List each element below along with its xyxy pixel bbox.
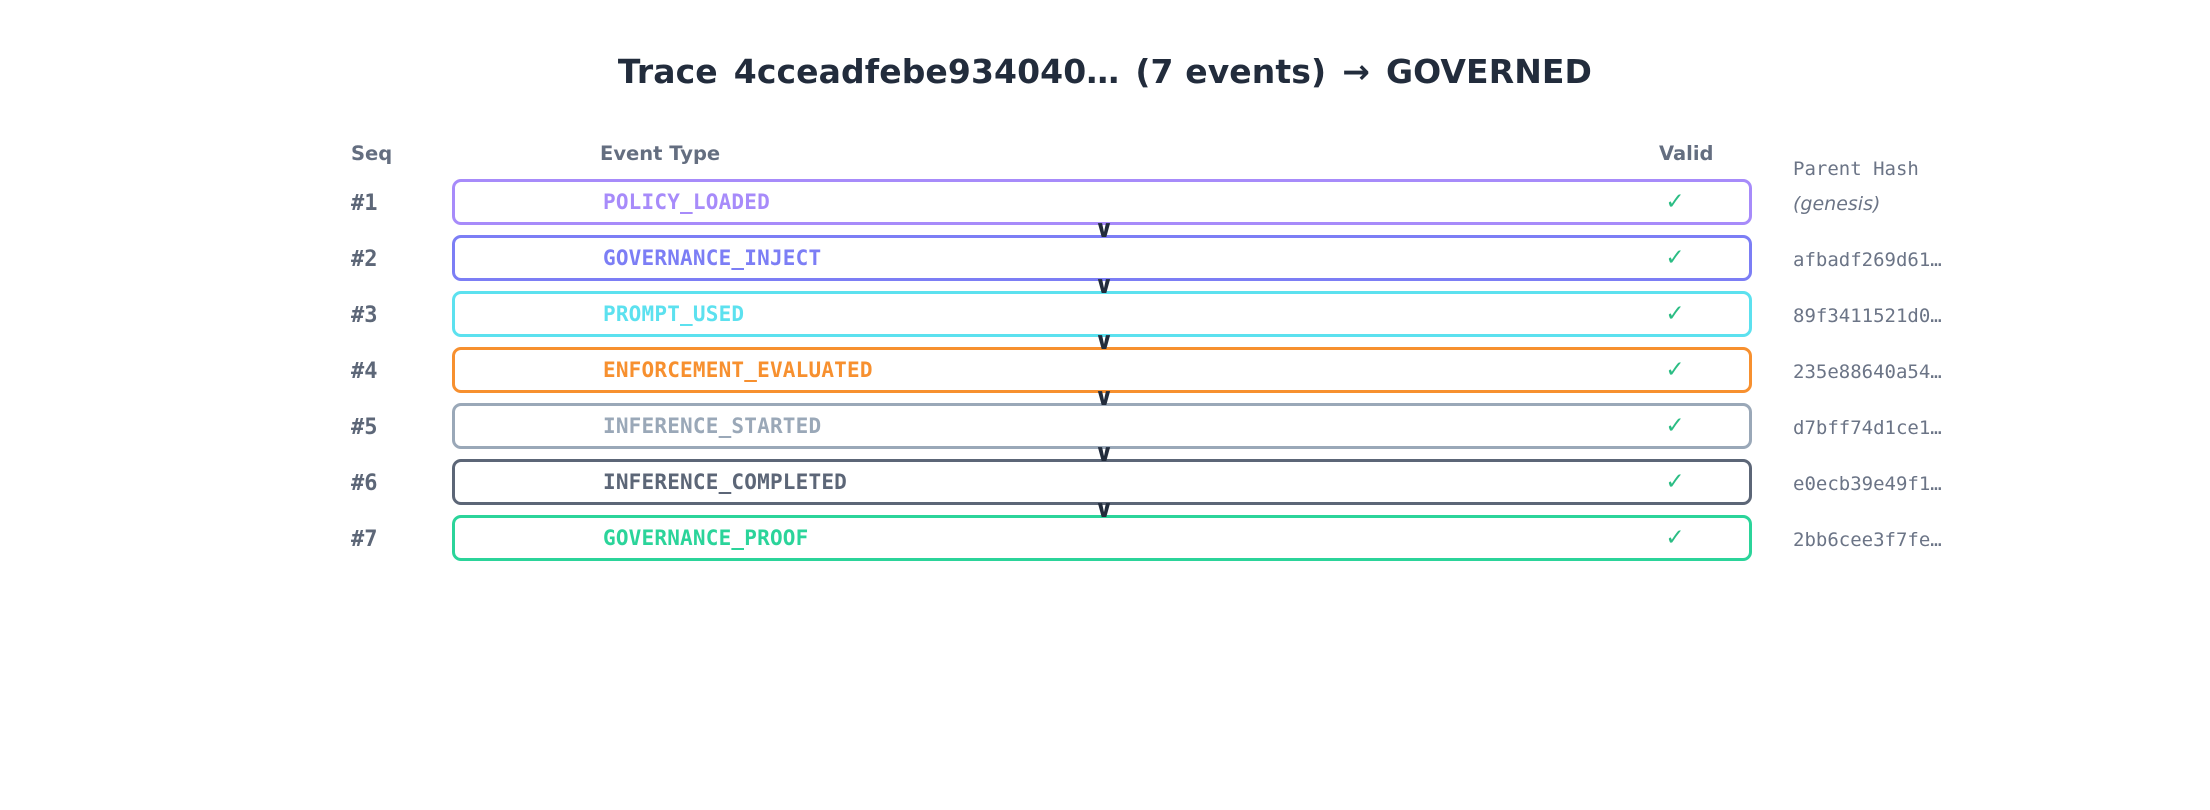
- trace-title-bar: Trace 4cceadfebe934040… (7 events) → GOVERNE…: [0, 52, 2210, 92]
- event-type-label: INFERENCE_COMPLETED: [603, 470, 848, 494]
- sequence-number: #4: [351, 359, 378, 384]
- title-status: GOVERNED: [1385, 52, 1593, 91]
- event-type-label: POLICY_LOADED: [603, 190, 770, 214]
- valid-check-icon: ✓: [1665, 413, 1685, 439]
- valid-check-icon: ✓: [1665, 245, 1685, 271]
- event-box[interactable]: PROMPT_USED ✓: [452, 291, 1752, 337]
- title-trace-id: 4cceadfebe934040…: [733, 52, 1120, 91]
- table-row[interactable]: #6 INFERENCE_COMPLETED ✓ e0ecb39e49f1…: [0, 456, 2210, 512]
- title-event-count: (7 events): [1135, 52, 1327, 91]
- title-prefix: Trace: [617, 52, 718, 91]
- parent-hash-value: e0ecb39e49f1…: [1793, 473, 1942, 495]
- event-type-label: GOVERNANCE_PROOF: [603, 526, 809, 550]
- event-box[interactable]: ENFORCEMENT_EVALUATED ✓: [452, 347, 1752, 393]
- table-row[interactable]: #1 POLICY_LOADED ✓ (genesis): [0, 176, 2210, 232]
- event-type-label: GOVERNANCE_INJECT: [603, 246, 822, 270]
- column-header-event-type: Event Type: [600, 142, 721, 165]
- sequence-number: #2: [351, 247, 378, 272]
- chevron-down-icon: ∨: [1094, 215, 1114, 243]
- parent-hash-value: 235e88640a54…: [1793, 361, 1942, 383]
- event-box[interactable]: INFERENCE_COMPLETED ✓: [452, 459, 1752, 505]
- valid-check-icon: ✓: [1665, 189, 1685, 215]
- sequence-number: #6: [351, 471, 378, 496]
- page-title: Trace 4cceadfebe934040… (7 events) → GOVERNE…: [618, 52, 1592, 92]
- chevron-down-icon: ∨: [1094, 271, 1114, 299]
- table-row[interactable]: #5 INFERENCE_STARTED ✓ d7bff74d1ce1…: [0, 400, 2210, 456]
- table-row[interactable]: #3 PROMPT_USED ✓ 89f3411521d0…: [0, 288, 2210, 344]
- parent-hash-value: 89f3411521d0…: [1793, 305, 1942, 327]
- parent-hash-value: d7bff74d1ce1…: [1793, 417, 1942, 439]
- table-row[interactable]: #4 ENFORCEMENT_EVALUATED ✓ 235e88640a54…: [0, 344, 2210, 400]
- sequence-number: #1: [351, 191, 378, 216]
- chevron-down-icon: ∨: [1094, 327, 1114, 355]
- valid-check-icon: ✓: [1665, 301, 1685, 327]
- valid-check-icon: ✓: [1665, 525, 1685, 551]
- chevron-down-icon: ∨: [1094, 383, 1114, 411]
- sequence-number: #7: [351, 527, 378, 552]
- parent-hash-value: (genesis): [1793, 193, 1881, 215]
- table-row[interactable]: #7 GOVERNANCE_PROOF ✓ 2bb6cee3f7fe…: [0, 512, 2210, 568]
- event-type-label: PROMPT_USED: [603, 302, 745, 326]
- parent-hash-value: afbadf269d61…: [1793, 249, 1942, 271]
- valid-check-icon: ✓: [1665, 469, 1685, 495]
- valid-check-icon: ✓: [1665, 357, 1685, 383]
- parent-hash-value: 2bb6cee3f7fe…: [1793, 529, 1942, 551]
- event-box[interactable]: POLICY_LOADED ✓: [452, 179, 1752, 225]
- table-header-row: Seq Event Type Valid Parent Hash: [0, 141, 2210, 180]
- sequence-number: #5: [351, 415, 378, 440]
- event-box[interactable]: GOVERNANCE_INJECT ✓: [452, 235, 1752, 281]
- event-box[interactable]: INFERENCE_STARTED ✓: [452, 403, 1752, 449]
- chevron-down-icon: ∨: [1094, 439, 1114, 467]
- sequence-number: #3: [351, 303, 378, 328]
- column-header-parent-hash: Parent Hash: [1793, 158, 1919, 180]
- table-row[interactable]: #2 GOVERNANCE_INJECT ✓ afbadf269d61…: [0, 232, 2210, 288]
- event-type-label: INFERENCE_STARTED: [603, 414, 822, 438]
- chevron-down-icon: ∨: [1094, 495, 1114, 523]
- title-arrow-icon: →: [1342, 52, 1370, 91]
- event-type-label: ENFORCEMENT_EVALUATED: [603, 358, 873, 382]
- column-header-seq: Seq: [351, 142, 393, 165]
- event-box[interactable]: GOVERNANCE_PROOF ✓: [452, 515, 1752, 561]
- column-header-valid: Valid: [1659, 142, 1714, 165]
